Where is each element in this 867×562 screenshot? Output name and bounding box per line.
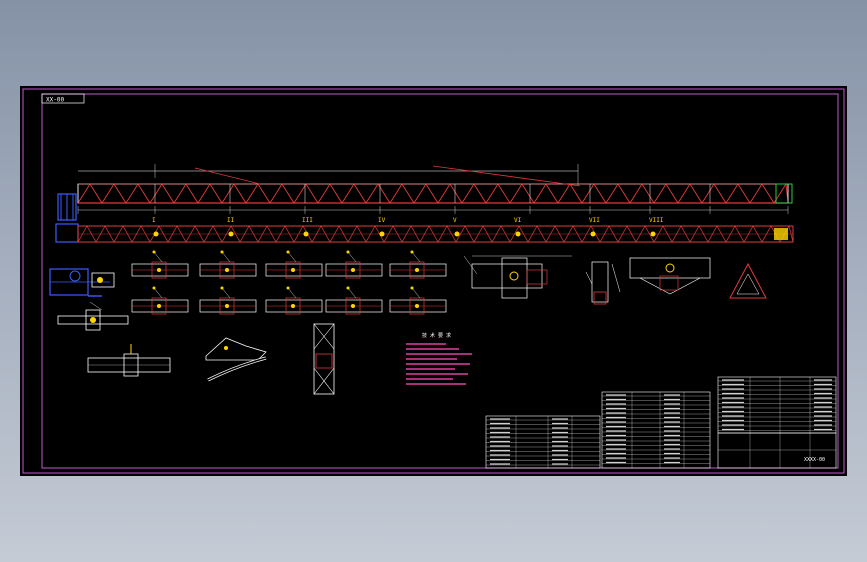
section-detail-view — [199, 286, 257, 315]
section-mark-label: VIII — [649, 217, 664, 224]
section-marker-dot — [379, 231, 385, 237]
section-marker-dot — [650, 231, 656, 237]
section-detail-view — [325, 286, 383, 315]
truss-plan — [77, 225, 794, 243]
lower-details — [57, 301, 335, 395]
section-marker-dot — [454, 231, 460, 237]
title-tag: XX-00 — [46, 97, 64, 104]
section-mark-label: IV — [378, 217, 386, 224]
title-tag-box — [41, 93, 85, 104]
section-mark-label: V — [453, 217, 457, 224]
section-mark-label: I — [152, 217, 156, 224]
section-detail-view — [325, 250, 383, 279]
section-marker-dot — [228, 231, 234, 237]
section-detail-view — [389, 286, 447, 315]
outer-border — [22, 88, 845, 474]
section-detail-view — [131, 250, 189, 279]
end-detail-blue — [49, 268, 115, 297]
truss-elevation — [77, 164, 793, 214]
section-marker-dot — [303, 231, 309, 237]
section-marker-dot — [153, 231, 159, 237]
technical-notes: 技 术 要 求 — [406, 332, 472, 385]
end-green-box — [775, 183, 793, 204]
section-mark-label: VI — [514, 217, 522, 224]
section-marker-dot — [515, 231, 521, 237]
section-detail-view — [389, 250, 447, 279]
section-marker-dot — [590, 231, 596, 237]
section-mark-label: II — [227, 217, 235, 224]
title-block: XXXX-00 — [485, 376, 837, 469]
section-detail-view — [131, 286, 189, 315]
section-mark-label: VII — [589, 217, 600, 224]
section-detail-view — [265, 250, 323, 279]
section-detail-view — [199, 250, 257, 279]
section-mark-label: III — [302, 217, 313, 224]
notes-heading: 技 术 要 求 — [422, 332, 451, 339]
section-detail-view — [265, 286, 323, 315]
section-details — [131, 250, 447, 315]
title-block-mark: XXXX-00 — [804, 457, 825, 463]
joint-details — [463, 255, 767, 305]
end-elevation-blue — [55, 193, 79, 243]
inner-border — [41, 93, 839, 469]
